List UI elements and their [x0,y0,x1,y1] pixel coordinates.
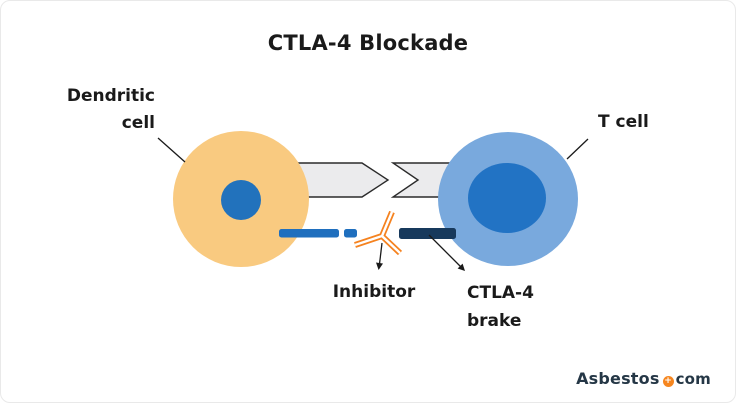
logo-tld: com [675,370,711,388]
tcell-leader-line [566,138,589,160]
dendritic-cell-label: Dendritic cell [51,83,155,137]
dendritic-cell-nucleus [221,180,261,220]
dendritic-leader-line [157,137,186,163]
ctla4-brake-label: CTLA-4 brake [467,279,534,335]
ctla4-brake-bar [399,228,456,239]
logo-plus-dot-icon: + [662,376,674,387]
antibody-icon [354,210,403,256]
dendritic-cell-label-line1: Dendritic [66,86,155,106]
inhibitor-label: Inhibitor [332,282,416,302]
ctla4-arrowhead [457,263,465,271]
t-cell-nucleus [468,163,546,233]
ctla4-arrow-line [428,234,462,268]
dendritic-cell-label-line2: cell [121,113,155,133]
t-cell-label: T cell [598,112,649,132]
receptor-bar-long [279,229,339,238]
receptor-bar-short [344,229,357,238]
signal-band-left [295,162,390,198]
ctla4-brake-label-line1: CTLA-4 [467,283,534,303]
ctla4-brake-label-line2: brake [467,311,522,331]
asbestos-logo: Asbestos + com [576,369,711,388]
logo-name: Asbestos [576,369,660,388]
inhibitor-arrow-line [378,242,383,265]
diagram-title: CTLA-4 Blockade [267,31,469,55]
inhibitor-arrowhead [376,262,383,270]
